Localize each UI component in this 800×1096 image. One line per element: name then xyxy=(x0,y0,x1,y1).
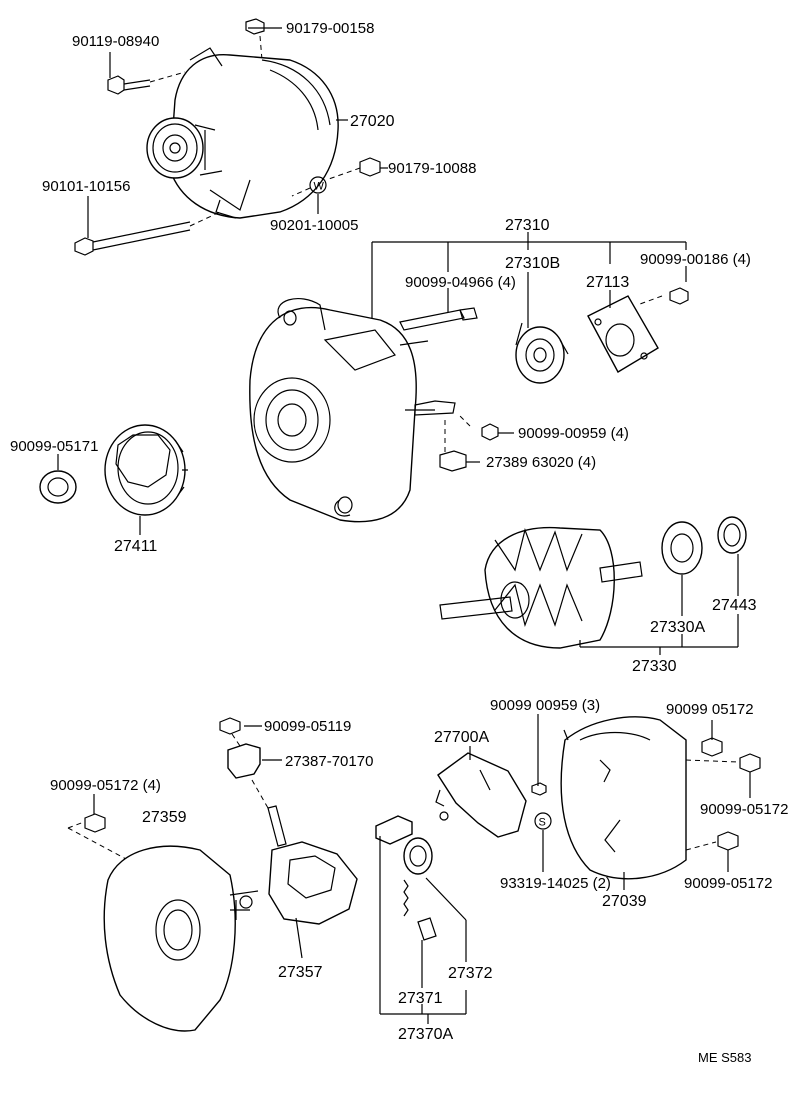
label-93319-14025: 93319-14025 (2) xyxy=(500,875,611,892)
drive-end-frame-drawing xyxy=(39,287,747,649)
label-90099-05172-b: 90099-05172 xyxy=(700,801,788,818)
label-27387-70170: 27387-70170 xyxy=(285,753,373,770)
label-27443: 27443 xyxy=(712,597,757,614)
label-90099-00959-3: 90099 00959 (3) xyxy=(490,697,600,714)
diagram-code: ME S583 xyxy=(698,1050,751,1065)
label-90099-00959-4: 90099-00959 (4) xyxy=(518,425,629,442)
label-27330: 27330 xyxy=(632,658,677,675)
label-27039: 27039 xyxy=(602,893,647,910)
label-27372: 27372 xyxy=(448,965,493,982)
label-27310: 27310 xyxy=(505,217,550,234)
label-90099-00186: 90099-00186 (4) xyxy=(640,251,751,268)
label-27700A: 27700A xyxy=(434,729,489,746)
label-90099-04966: 90099-04966 (4) xyxy=(405,274,516,291)
label-90119-08940: 90119-08940 xyxy=(72,33,159,50)
alternator-assembly-drawing: W xyxy=(74,18,381,256)
label-27411: 27411 xyxy=(114,538,157,555)
label-27371: 27371 xyxy=(398,990,443,1007)
label-27020: 27020 xyxy=(350,113,395,130)
label-27310B: 27310B xyxy=(505,255,560,272)
label-90099-05172-c: 90099-05172 xyxy=(684,875,772,892)
washer-s-symbol: S xyxy=(539,817,546,829)
label-27330A: 27330A xyxy=(650,619,705,636)
label-90099-05172-a: 90099 05172 xyxy=(666,701,754,718)
label-90201-10005: 90201-10005 xyxy=(270,217,358,234)
washer-w-symbol: W xyxy=(314,181,325,193)
label-90101-10156: 90101-10156 xyxy=(42,178,130,195)
label-90099-05119: 90099-05119 xyxy=(264,718,351,735)
label-27359: 27359 xyxy=(142,809,187,826)
label-90099-05171: 90099-05171 xyxy=(10,438,98,455)
label-90099-05172-4: 90099-05172 (4) xyxy=(50,777,161,794)
label-90179-00158: 90179-00158 xyxy=(286,20,374,37)
rectifier-end-parts-drawing: S xyxy=(67,716,761,1032)
label-27357: 27357 xyxy=(278,964,323,981)
label-27113: 27113 xyxy=(586,274,629,291)
label-90179-10088: 90179-10088 xyxy=(388,160,476,177)
label-27389-63020: 27389 63020 (4) xyxy=(486,454,596,471)
label-27370A: 27370A xyxy=(398,1026,453,1043)
